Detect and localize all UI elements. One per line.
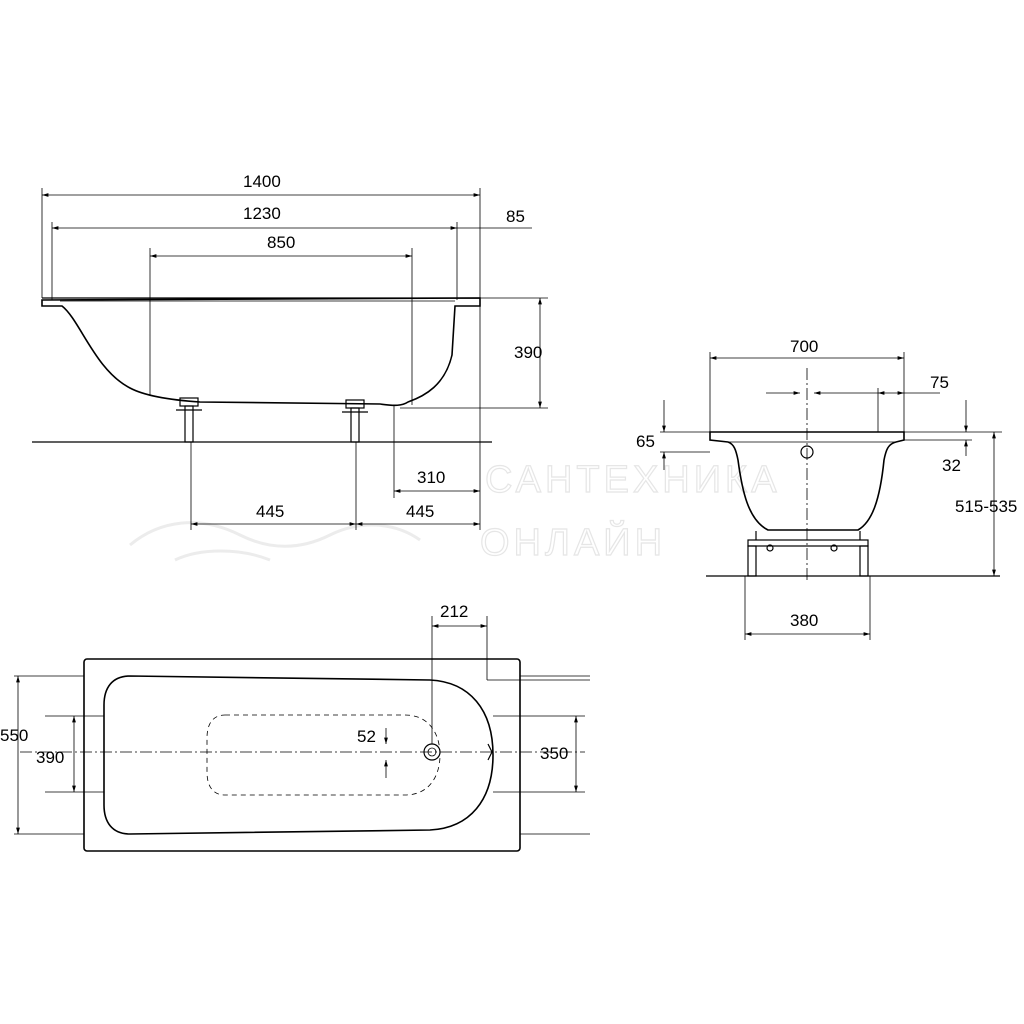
top-bottom-zone xyxy=(206,714,441,796)
dim-total-height: 515-535 xyxy=(955,497,1017,516)
dim-leg-spacing-2: 445 xyxy=(406,502,434,521)
dim-width: 700 xyxy=(790,337,818,356)
dim-length-bottom: 850 xyxy=(267,233,295,252)
end-tub-outline xyxy=(709,431,905,531)
dim-leg-spacing-1: 445 xyxy=(256,502,284,521)
watermark-line-2: ОНЛАЙН xyxy=(480,519,666,564)
dim-length-total: 1400 xyxy=(243,172,281,191)
dim-depth: 390 xyxy=(514,343,542,362)
top-inner-basin xyxy=(103,675,494,835)
end-view: 700 75 65 32 515-535 380 xyxy=(636,337,1017,640)
dim-outer-width: 550 xyxy=(0,726,28,745)
dim-overflow-offset: 75 xyxy=(930,373,949,392)
dim-rim-lip: 32 xyxy=(942,456,961,475)
side-view: 1400 1230 85 850 390 310 445 445 xyxy=(32,172,548,530)
dim-inner-width: 390 xyxy=(36,748,64,767)
side-tub-outline xyxy=(41,297,481,407)
side-leg-left xyxy=(176,397,202,443)
watermark-logo xyxy=(129,521,421,562)
dim-rim-overhang: 85 xyxy=(506,207,525,226)
side-leg-right xyxy=(342,399,368,443)
end-leg-frame xyxy=(747,531,869,577)
dim-drain-offset-top: 212 xyxy=(440,602,468,621)
top-outer-rim xyxy=(83,658,521,852)
dim-rim-height: 65 xyxy=(636,432,655,451)
top-view: 212 550 390 350 52 xyxy=(0,602,590,852)
dim-drain-offset: 310 xyxy=(417,468,445,487)
dim-leg-width: 380 xyxy=(790,611,818,630)
dim-drain-diameter: 52 xyxy=(357,727,376,746)
dim-end-width: 350 xyxy=(540,744,568,763)
watermark: САНТЕХНИКА ОНЛАЙН xyxy=(129,458,781,565)
watermark-line-1: САНТЕХНИКА xyxy=(485,459,781,501)
dim-length-inner: 1230 xyxy=(243,204,281,223)
